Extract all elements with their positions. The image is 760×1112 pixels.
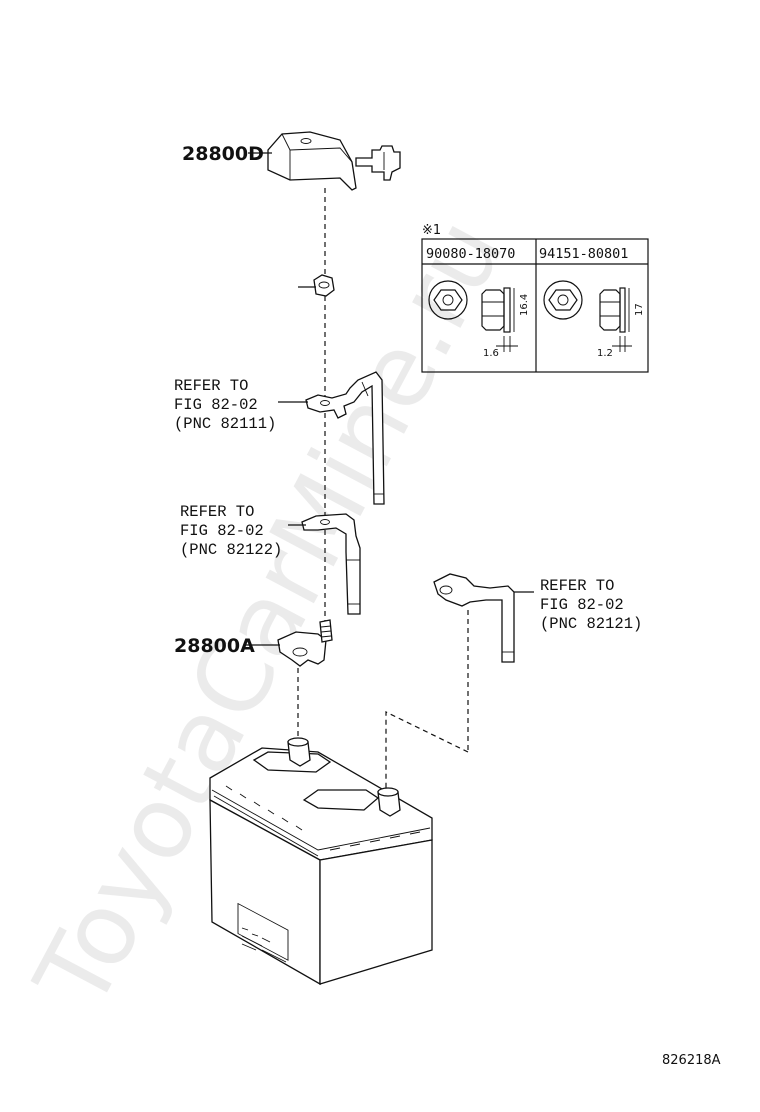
fastener-inset-table: ※1 90080-18070 94151-80801 16.4 1.6 <box>421 223 649 373</box>
part-label-28800D[interactable]: 28800D <box>182 143 264 165</box>
cable-82121[interactable] <box>433 573 515 663</box>
terminal-clamp[interactable] <box>277 619 333 667</box>
reference-82121[interactable]: REFER TO FIG 82-02 (PNC 82121) <box>540 577 642 633</box>
reference-line3: (PNC 82121) <box>540 615 642 633</box>
reference-line2: FIG 82-02 <box>174 396 258 414</box>
nut[interactable] <box>313 274 335 297</box>
dim-width-right: 1.2 <box>597 348 613 359</box>
part-number-right[interactable]: 94151-80801 <box>539 246 628 262</box>
figure-id: 826218A <box>662 1053 721 1068</box>
reference-line3: (PNC 82111) <box>174 415 276 433</box>
inset-note: ※1 <box>422 223 441 238</box>
reference-line2: FIG 82-02 <box>540 596 624 614</box>
negative-route-line <box>385 711 469 790</box>
part-label-28800A[interactable]: 28800A <box>174 635 255 657</box>
dim-height-left: 16.4 <box>519 294 530 316</box>
terminal-cover[interactable] <box>267 131 401 191</box>
flange-nut-drawing <box>543 280 632 352</box>
part-number-left[interactable]: 90080-18070 <box>426 246 515 262</box>
reference-line1: REFER TO <box>540 577 614 595</box>
battery[interactable] <box>209 737 433 986</box>
reference-line3: (PNC 82122) <box>180 541 282 559</box>
flange-nut-drawing <box>428 280 518 352</box>
reference-line2: FIG 82-02 <box>180 522 264 540</box>
dim-width-left: 1.6 <box>483 348 499 359</box>
reference-line1: REFER TO <box>174 377 248 395</box>
cable-82111[interactable] <box>305 371 385 505</box>
reference-line1: REFER TO <box>180 503 254 521</box>
reference-82122[interactable]: REFER TO FIG 82-02 (PNC 82122) <box>180 503 282 559</box>
reference-82111[interactable]: REFER TO FIG 82-02 (PNC 82111) <box>174 377 276 433</box>
dim-height-right: 17 <box>634 303 645 316</box>
cable-82122[interactable] <box>301 513 361 615</box>
